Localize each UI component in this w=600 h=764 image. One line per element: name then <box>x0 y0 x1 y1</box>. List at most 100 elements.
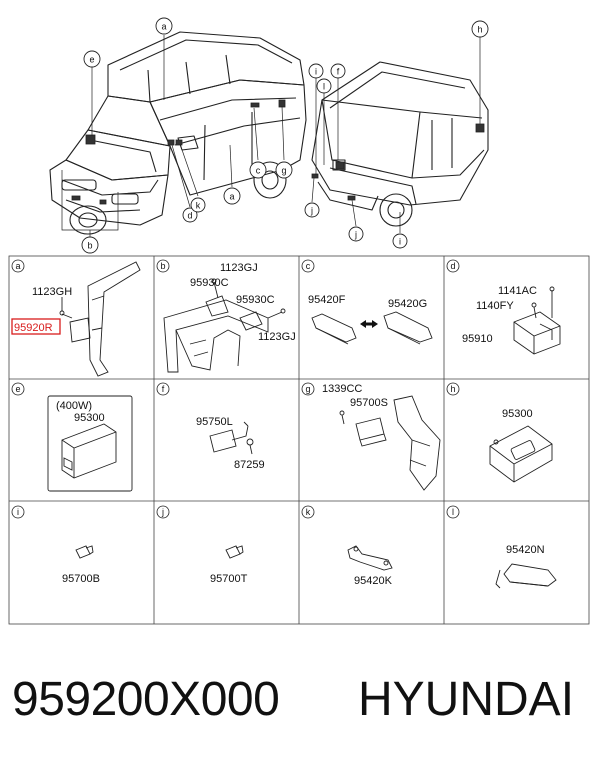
rear-car-parts <box>311 123 485 201</box>
callout-a-bottom-label: a <box>229 192 234 202</box>
cell-h-part-95300: 95300 <box>502 408 533 420</box>
cell-e-drawing <box>47 395 133 492</box>
cell-tag-f-label: f <box>162 384 165 394</box>
callout-e: e <box>83 50 101 68</box>
cell-f-drawing <box>209 421 254 455</box>
cell-g-part-1339cc: 1339CC <box>322 383 362 395</box>
cell-b-part-1123gj-bottom: 1123GJ <box>258 331 296 343</box>
callout-l: l <box>316 78 332 94</box>
cell-a-drawing <box>59 261 141 377</box>
cell-tag-d-label: d <box>450 261 455 271</box>
part-number: 959200X000 <box>12 673 280 726</box>
cell-j-part-95700t: 95700T <box>210 573 248 585</box>
front-car-illustration <box>49 31 307 235</box>
cell-g-part-95700s: 95700S <box>350 397 388 409</box>
cell-k-drawing <box>347 545 393 571</box>
cell-tag-i-label: i <box>17 507 19 517</box>
callout-f: f <box>330 63 346 79</box>
callout-j-bottom: j <box>348 226 364 242</box>
callout-g: g <box>275 161 293 179</box>
callout-a-top: a <box>155 17 173 35</box>
callout-a-top-label: a <box>161 22 166 32</box>
cell-d-drawing <box>513 286 561 355</box>
cell-tag-g-label: g <box>305 384 310 394</box>
callout-j-left-label: j <box>310 206 313 216</box>
cell-g-drawing <box>339 395 441 491</box>
cell-b-part-1123gj-top: 1123GJ <box>220 262 258 274</box>
callout-l-label: l <box>323 82 325 92</box>
cell-tag-j-label: j <box>161 507 164 517</box>
callout-d-label: d <box>187 211 192 221</box>
callout-e-label: e <box>89 55 94 65</box>
cell-tag-c: c <box>301 259 315 273</box>
cell-f-part-87259: 87259 <box>234 459 265 471</box>
callout-i-bottom-label: i <box>399 237 401 247</box>
cell-tag-k: k <box>301 505 315 519</box>
callout-c: c <box>249 161 267 179</box>
cell-tag-g: g <box>301 382 315 396</box>
callout-a-bottom: a <box>223 187 241 205</box>
cell-l-drawing <box>495 563 557 589</box>
cell-d-part-1140fy: 1140FY <box>476 300 514 312</box>
callout-i-bottom: i <box>392 233 408 249</box>
callout-j-left: j <box>304 202 320 218</box>
callout-g-label: g <box>281 166 286 176</box>
swap-arrow-icon <box>360 320 378 328</box>
front-car-parts <box>71 99 286 205</box>
callout-k-label: k <box>196 201 201 211</box>
cell-tag-b: b <box>156 259 170 273</box>
cell-j-drawing <box>225 545 244 559</box>
cell-c-part-95420f: 95420F <box>308 294 346 306</box>
cell-tag-a-label: a <box>15 261 20 271</box>
cell-h-drawing <box>489 425 553 483</box>
cell-tag-j: j <box>156 505 170 519</box>
parts-grid <box>8 255 590 625</box>
callout-j-bottom-label: j <box>354 230 357 240</box>
cell-a-part-1123gh: 1123GH <box>32 286 72 298</box>
cell-tag-h: h <box>446 382 460 396</box>
callout-h-label: h <box>477 25 482 35</box>
callout-f-label: f <box>337 67 340 77</box>
cell-f-part-95750l: 95750L <box>196 416 233 428</box>
cell-i-part-95700b: 95700B <box>62 573 100 585</box>
cell-tag-d: d <box>446 259 460 273</box>
cell-c-part-95420g: 95420G <box>388 298 427 310</box>
callout-h: h <box>471 20 489 38</box>
callout-b-label: b <box>87 241 92 251</box>
callout-i-top: i <box>308 63 324 79</box>
cell-tag-a: a <box>11 259 25 273</box>
cell-b-part-95930c-right: 95930C <box>236 294 275 306</box>
cell-k-part-95420k: 95420K <box>354 575 393 587</box>
footer: 959200X000 HYUNDAI <box>0 648 600 764</box>
cell-tag-c-label: c <box>306 261 311 271</box>
cell-tag-e-label: e <box>15 384 20 394</box>
cell-tag-e: e <box>11 382 25 396</box>
cell-tags: a b c d e f g h i j k l <box>11 259 460 519</box>
cell-d-part-95910: 95910 <box>462 333 493 345</box>
callout-b: b <box>81 236 99 254</box>
cell-e-wattage: (400W) <box>56 400 92 412</box>
cell-i-drawing <box>75 545 94 559</box>
cell-tag-k-label: k <box>306 507 311 517</box>
callout-k: k <box>190 197 206 213</box>
cell-c-drawing <box>311 311 433 345</box>
cell-tag-l-label: l <box>452 507 454 517</box>
cell-b-part-95930c-left: 95930C <box>190 277 229 289</box>
cell-tag-i: i <box>11 505 25 519</box>
callout-d: d <box>182 207 198 223</box>
callout-i-top-label: i <box>315 67 317 77</box>
rear-car-illustration <box>311 61 489 227</box>
overview-callouts: a e h i l f c g d k a j j i b <box>81 17 489 254</box>
brand-name: HYUNDAI <box>358 673 575 726</box>
cell-tag-b-label: b <box>160 261 165 271</box>
cell-tag-l: l <box>446 505 460 519</box>
leader-lines <box>61 35 481 238</box>
cell-d-part-1141ac: 1141AC <box>498 285 537 297</box>
cell-e-part-95300: 95300 <box>74 412 105 424</box>
cell-b-drawing <box>163 278 286 373</box>
callout-c-label: c <box>256 166 261 176</box>
cell-tag-h-label: h <box>450 384 455 394</box>
cell-l-part-95420n: 95420N <box>506 544 545 556</box>
cell-tag-f: f <box>156 382 170 396</box>
